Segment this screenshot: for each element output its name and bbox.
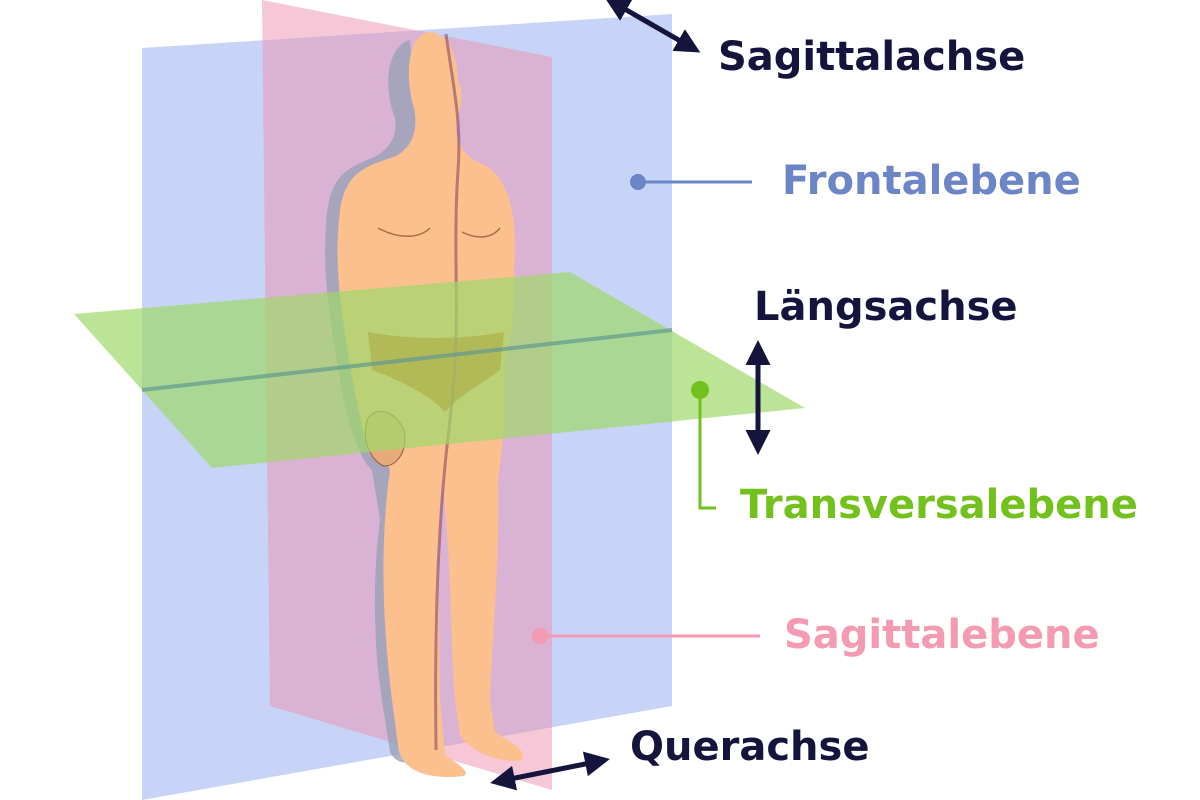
label-laengsachse: Längsachse xyxy=(754,284,1018,330)
sagittal-axis-arrow xyxy=(604,0,701,53)
chest-lines xyxy=(377,227,501,238)
label-sagittalebene: Sagittalebene xyxy=(784,612,1100,658)
transverse-axis-arrow xyxy=(490,751,610,791)
label-transversalebene: Transversalebene xyxy=(740,482,1138,528)
label-frontalebene: Frontalebene xyxy=(782,158,1081,204)
transversal-plane-leader-line xyxy=(698,390,716,510)
transversal-plane xyxy=(74,272,805,468)
transversal-intersection-line xyxy=(141,328,673,392)
label-sagittalachse: Sagittalachse xyxy=(718,34,1025,80)
label-querachse: Querachse xyxy=(630,724,869,770)
